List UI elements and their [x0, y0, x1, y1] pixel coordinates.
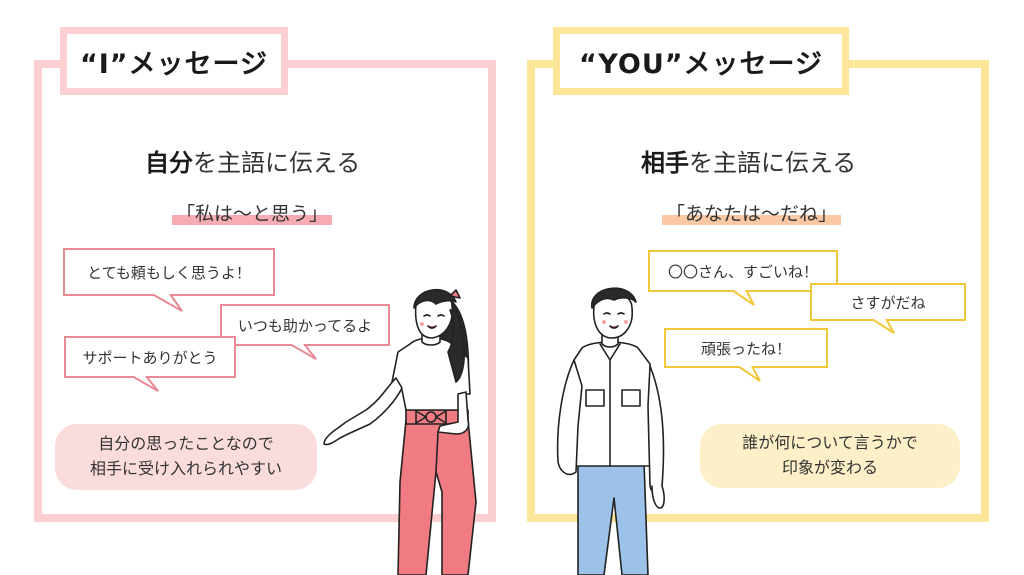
- i-message-title: “I”メッセージ: [60, 27, 288, 95]
- you-bubble-1-text: 〇〇さん、すごいね！: [667, 262, 818, 281]
- i-bubble-1-text: とても頼もしく思うよ！: [87, 263, 251, 282]
- you-phrase-text: 「あなたは〜だね」: [666, 203, 838, 225]
- i-bubble-1: とても頼もしく思うよ！: [63, 248, 275, 296]
- i-summary-line2: 相手に受け入れられやすい: [89, 459, 282, 478]
- you-message-title: “YOU”メッセージ: [553, 27, 849, 95]
- you-bubble-2-tail: [871, 319, 895, 334]
- you-bubble-3-text: 頑張ったね！: [700, 339, 791, 358]
- you-message-heading: 相手を主語に伝える: [641, 143, 856, 178]
- you-message-summary: 誰が何について言うかで 印象が変わる: [700, 424, 960, 488]
- you-heading-bold: 相手: [641, 149, 689, 177]
- i-message-phrase: 「私は〜と思う」: [172, 199, 333, 226]
- man-illustration: [556, 287, 665, 575]
- i-bubble-1-tail: [151, 294, 183, 312]
- i-message-summary: 自分の思ったことなので 相手に受け入れられやすい: [55, 424, 317, 490]
- i-message-heading: 自分を主語に伝える: [145, 143, 360, 178]
- i-heading-bold: 自分: [145, 149, 193, 177]
- you-heading-rest: を主語に伝える: [689, 149, 857, 177]
- you-summary-line2: 印象が変わる: [781, 458, 878, 477]
- you-bubble-2: さすがだね: [810, 283, 966, 321]
- i-bubble-2-tail: [289, 344, 317, 360]
- i-bubble-2: いつも助かってるよ: [220, 304, 390, 346]
- you-bubble-3-tail: [737, 366, 761, 382]
- i-heading-rest: を主語に伝える: [193, 149, 361, 177]
- you-summary-line1: 誰が何について言うかで: [742, 433, 918, 453]
- i-bubble-2-text: いつも助かってるよ: [237, 316, 373, 335]
- you-message-phrase: 「あなたは〜だね」: [662, 199, 842, 226]
- you-bubble-2-text: さすがだね: [850, 293, 926, 312]
- i-message-title-text: “I”メッセージ: [80, 48, 268, 80]
- i-bubble-3: サポートありがとう: [64, 336, 236, 378]
- you-message-title-text: “YOU”メッセージ: [579, 48, 823, 80]
- i-phrase-text: 「私は〜と思う」: [176, 203, 329, 225]
- you-bubble-3: 頑張ったね！: [664, 328, 828, 368]
- i-bubble-3-tail: [131, 376, 159, 392]
- you-bubble-1: 〇〇さん、すごいね！: [648, 250, 838, 292]
- i-summary-line1: 自分の思ったことなので: [98, 434, 274, 454]
- you-bubble-1-tail: [731, 290, 755, 306]
- woman-illustration: [323, 288, 477, 575]
- i-bubble-3-text: サポートありがとう: [82, 348, 218, 367]
